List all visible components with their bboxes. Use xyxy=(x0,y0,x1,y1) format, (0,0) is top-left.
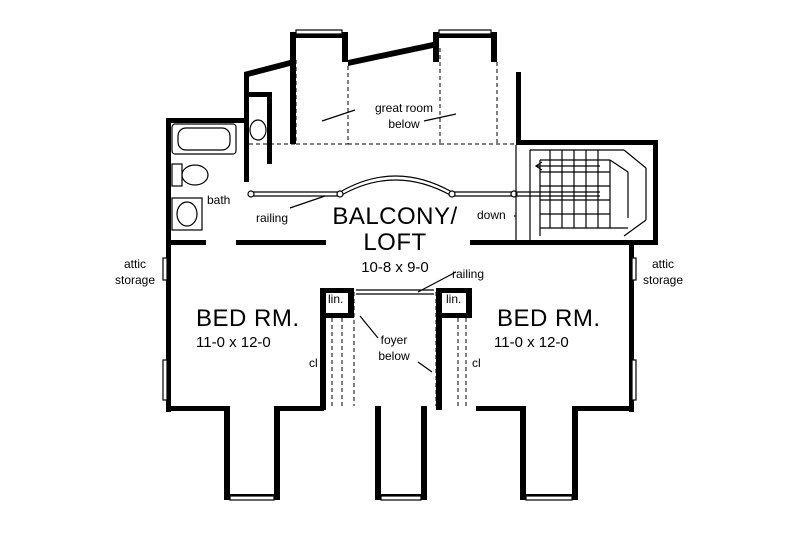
foyer-below-label: below xyxy=(378,349,410,363)
linen-left-label: lin. xyxy=(328,292,344,306)
loft-title: LOFT xyxy=(363,229,427,256)
attic-left-label: attic xyxy=(123,257,146,271)
down-label: down xyxy=(477,208,506,222)
staircase xyxy=(515,145,647,240)
foyer-label: foyer xyxy=(380,333,408,347)
balcony-dimensions: 10-8 x 9-0 xyxy=(361,259,429,276)
railings xyxy=(247,175,600,295)
closet-right-label: cl xyxy=(472,356,481,370)
railing-left-label: railing xyxy=(256,211,289,225)
leader-arrows xyxy=(289,109,516,373)
railing-center-label: railing xyxy=(452,267,485,281)
great-room-label: great room xyxy=(374,101,434,115)
bedroom-right-dimensions: 11-0 x 12-0 xyxy=(494,334,569,351)
closet-left-label: cl xyxy=(309,356,318,370)
attic-right-storage-label: storage xyxy=(642,273,684,287)
bath-fixtures xyxy=(171,119,267,231)
bedroom-right-title: BED RM. xyxy=(497,305,601,332)
bath-label: bath xyxy=(207,193,231,207)
attic-right-label: attic xyxy=(651,257,674,271)
windows xyxy=(162,29,637,501)
bedroom-left-title: BED RM. xyxy=(196,305,300,332)
bedroom-left-dimensions: 11-0 x 12-0 xyxy=(196,334,271,351)
great-room-below-label: below xyxy=(388,117,420,131)
attic-left-storage-label: storage xyxy=(114,273,156,287)
open-to-below-lines xyxy=(249,48,516,406)
balcony-title: BALCONY/ xyxy=(332,203,458,230)
walls xyxy=(166,32,658,500)
linen-right-label: lin. xyxy=(446,292,462,306)
